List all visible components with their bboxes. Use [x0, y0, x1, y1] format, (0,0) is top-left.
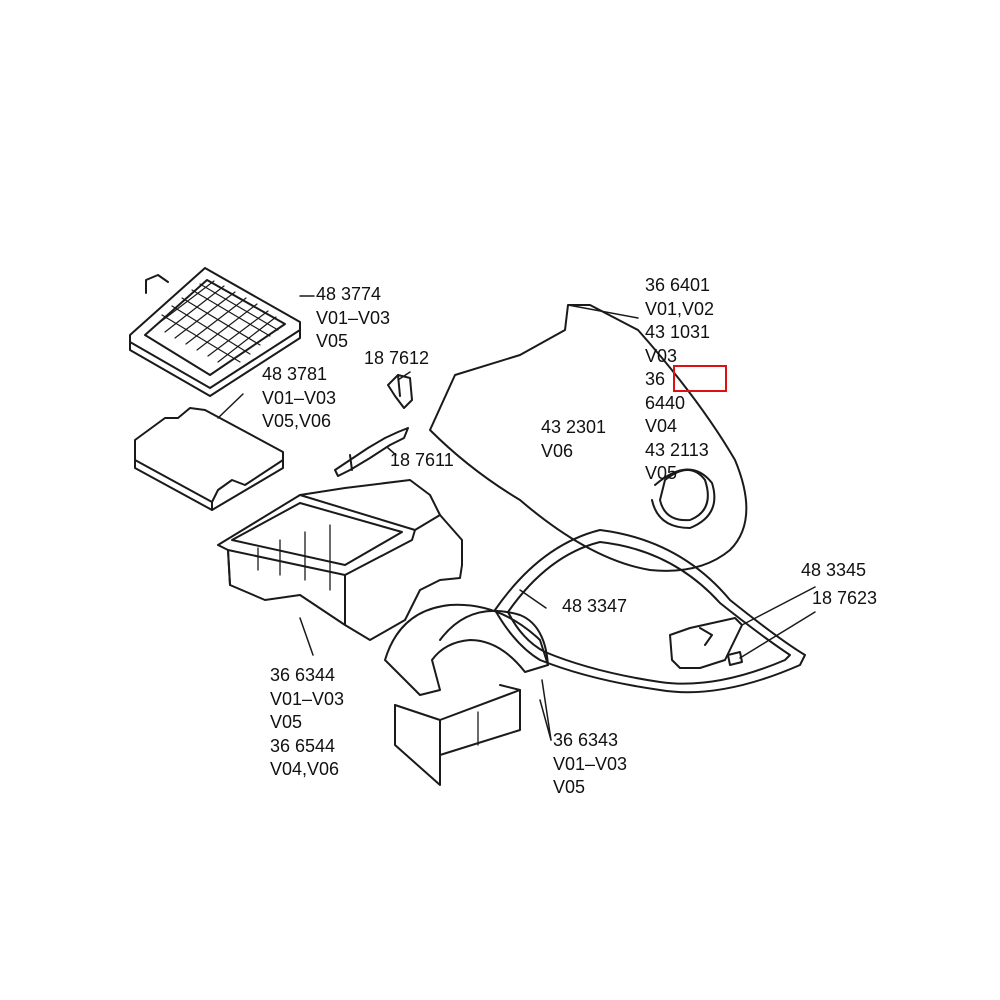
variant-range: V04: [645, 416, 678, 436]
label-18-7611: 18 7611: [390, 449, 454, 473]
part-number: 43 2301: [541, 417, 607, 437]
hose-drawing: [494, 529, 806, 694]
highlighted-part-number: 6440: [645, 392, 686, 413]
part-number: 48 3347: [562, 596, 628, 616]
outer-shell-drawing: [429, 304, 748, 572]
clip-18-7611-drawing: [334, 427, 409, 477]
part-number: 48 3774: [316, 284, 382, 304]
variant-range: V05: [270, 712, 303, 732]
part-number: 48 3345: [801, 560, 867, 580]
part-number: 43 2113: [645, 439, 709, 460]
label-43-2301: 43 2301 V06: [541, 416, 606, 463]
motor-cover-drawing: [384, 603, 549, 786]
leader-lines: [217, 295, 816, 741]
part-number-prefix: 36: [645, 369, 666, 389]
part-number: 18 7611: [390, 450, 454, 470]
label-48-3774: 48 3774 V01–V03 V05: [316, 283, 390, 354]
label-cover-variants: 36 6401 V01,V02 43 1031 V03 36 6440 V04 …: [645, 274, 714, 486]
part-number: 18 7612: [364, 348, 430, 368]
part-number: 48 3781: [262, 364, 328, 384]
variant-range: V03: [645, 345, 678, 366]
label-48-3345: 48 3345: [801, 559, 866, 583]
label-48-3347: 48 3347: [562, 595, 627, 619]
hepa-filter-drawing: [129, 267, 301, 397]
label-48-3781: 48 3781 V01–V03 V05,V06: [262, 363, 336, 434]
part-number: 18 7623: [812, 588, 878, 608]
button-drawing: [727, 651, 743, 666]
clip-18-7612-drawing: [387, 374, 413, 409]
variant-range: V06: [541, 440, 574, 461]
part-number: 36 6544: [270, 735, 336, 756]
variant-range: V01–V03: [553, 753, 628, 774]
variant-range: V01–V03: [262, 387, 337, 408]
variant-range: V04,V06: [270, 759, 340, 779]
label-18-7623: 18 7623: [812, 587, 877, 611]
variant-range: V01–V03: [316, 307, 391, 328]
part-number: 36 6343: [553, 730, 619, 750]
variant-range: V05: [316, 331, 349, 351]
part-number: 36 6344: [270, 665, 336, 685]
label-36-6343: 36 6343 V01–V03 V05: [553, 729, 627, 800]
variant-range: V05: [553, 777, 586, 797]
variant-range: V05,V06: [262, 411, 332, 431]
part-number-highlighted-row: 36 6440: [645, 368, 714, 415]
variant-range: V01,V02: [645, 298, 715, 319]
latch-drawing: [669, 617, 743, 669]
part-number: 36 6401: [645, 275, 711, 295]
filter-pad-drawing: [134, 407, 284, 511]
motor-housing-drawing: [217, 479, 463, 641]
variant-range: V05: [645, 463, 678, 483]
part-number: 43 1031: [645, 322, 711, 342]
variant-range: V01–V03: [270, 688, 345, 709]
label-36-6344: 36 6344 V01–V03 V05 36 6544 V04,V06: [270, 664, 344, 782]
highlight-box: [673, 365, 727, 392]
label-18-7612: 18 7612: [364, 347, 429, 371]
